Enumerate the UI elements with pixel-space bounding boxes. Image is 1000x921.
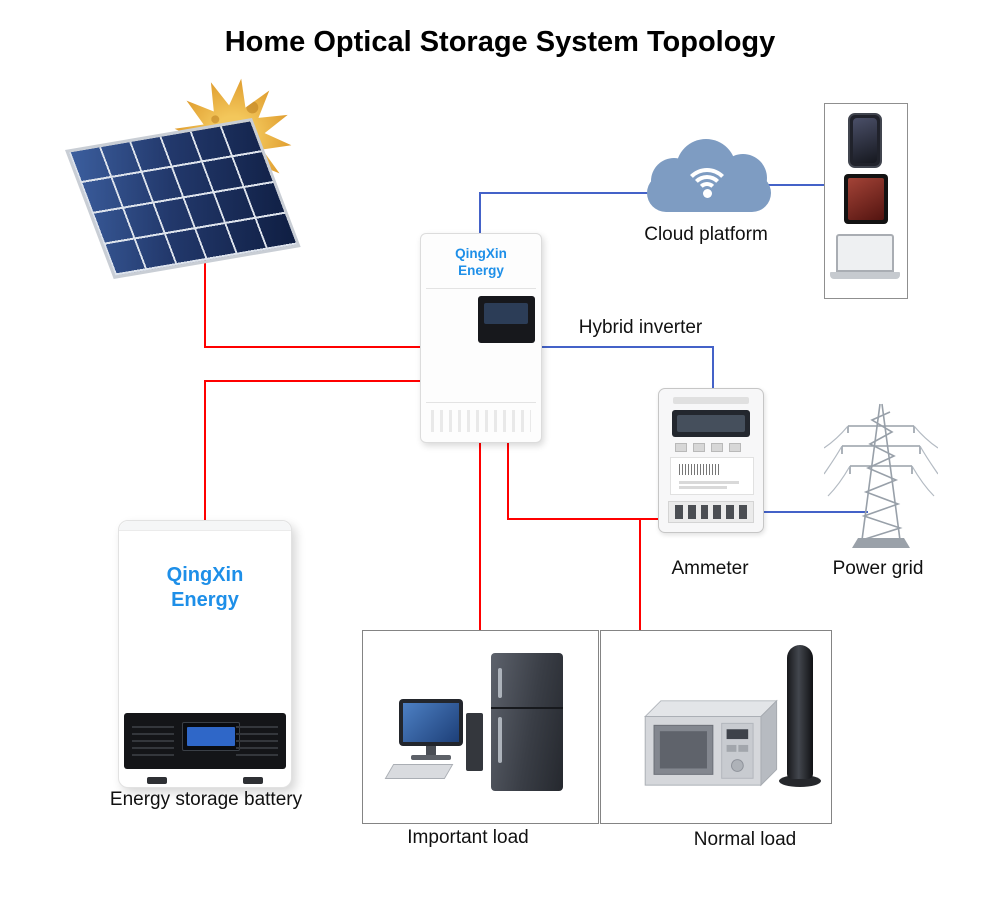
monitor-stand: [426, 746, 436, 755]
label-normal-load: Normal load: [693, 829, 797, 850]
fridge-door-split: [491, 707, 563, 709]
ammeter-button: [729, 443, 741, 452]
inverter-brand: QingXin Energy: [421, 234, 541, 280]
monitor-base: [411, 755, 451, 760]
wire-output-to-ammeter-horizontal: [507, 518, 659, 520]
terminal: [700, 505, 709, 519]
label-cloud-platform: Cloud platform: [644, 224, 768, 245]
wifi-dot: [703, 189, 712, 198]
laptop-icon: [836, 234, 894, 272]
fridge-handle: [498, 668, 502, 698]
important-load-box: [362, 630, 599, 824]
battery-display: [182, 722, 240, 751]
energy-storage-battery-device: QingXin Energy: [118, 520, 292, 788]
label-line: [679, 486, 727, 489]
inverter-divider: [426, 402, 536, 403]
wire-to-normal-load-vertical: [639, 518, 641, 632]
cloud-icon: [643, 134, 775, 222]
terminal: [687, 505, 696, 519]
ammeter-nameplate: [673, 397, 749, 404]
terminal: [739, 505, 747, 519]
page-title: Home Optical Storage System Topology: [224, 26, 776, 58]
user-devices-panel: [824, 103, 908, 299]
wire-inverter-output-vertical: [507, 441, 509, 520]
ammeter-button: [711, 443, 723, 452]
battery-vents: [132, 726, 174, 756]
label-power-grid: Power grid: [832, 558, 924, 579]
battery-foot: [147, 777, 167, 784]
wifi-arc: [683, 168, 731, 216]
ammeter-label-panel: [670, 457, 754, 495]
barcode: [679, 464, 721, 475]
brand-line2: Energy: [458, 262, 504, 278]
battery-control-panel: [124, 713, 286, 769]
ammeter-lcd-screen: [677, 415, 745, 432]
wire-battery-to-inverter-vertical: [204, 380, 206, 521]
tablet-screen: [848, 178, 884, 220]
inverter-display-screen: [484, 303, 528, 324]
wifi-arc: [690, 175, 724, 209]
ammeter-device: [658, 388, 764, 533]
transmission-tower-icon: [824, 403, 938, 548]
wire-inverter-to-ammeter-horizontal: [540, 346, 714, 348]
wifi-arc: [697, 182, 717, 202]
label-important-load: Important load: [407, 827, 529, 848]
wire-solar-to-inverter-horizontal: [204, 346, 421, 348]
brand-line1: QingXin: [455, 246, 507, 261]
terminal: [726, 505, 735, 519]
wire-battery-to-inverter-horizontal: [204, 380, 421, 382]
wire-solar-to-inverter-vertical: [204, 252, 206, 348]
ammeter-button: [693, 443, 705, 452]
sun-spot: [246, 101, 260, 115]
wire-inverter-to-important-load: [479, 441, 481, 632]
inverter-vents: [431, 410, 531, 432]
monitor-screen: [403, 703, 459, 742]
terminal: [675, 505, 683, 519]
battery-foot: [243, 777, 263, 784]
normal-load-box: [600, 630, 832, 824]
terminal: [713, 505, 722, 519]
tower-fan-icon: [787, 645, 813, 779]
smartphone-icon: [848, 113, 882, 168]
keyboard-icon: [384, 764, 454, 779]
battery-display-screen: [187, 727, 235, 746]
wire-inverter-to-ammeter-vertical: [712, 346, 714, 392]
ammeter-terminals: [668, 501, 754, 523]
wifi-icon: [643, 134, 775, 222]
inverter-display: [478, 296, 535, 343]
battery-lid: [119, 521, 291, 531]
label-hybrid-inverter: Hybrid inverter: [578, 317, 703, 338]
label-ammeter: Ammeter: [671, 558, 749, 579]
wire-ammeter-to-grid: [762, 511, 868, 513]
pc-tower-icon: [466, 713, 483, 771]
brand-line1: QingXin: [166, 564, 244, 586]
laptop-base: [830, 272, 900, 279]
tablet-icon: [844, 174, 888, 224]
ammeter-button: [675, 443, 687, 452]
hybrid-inverter-device: QingXin Energy: [420, 233, 542, 443]
ammeter-buttons: [675, 443, 741, 452]
microwave-icon: [644, 699, 778, 787]
brand-line2: Energy: [171, 589, 239, 611]
wire-inverter-to-cloud-horizontal: [479, 192, 654, 194]
battery-vents: [236, 726, 278, 756]
computer-monitor-icon: [399, 699, 463, 746]
refrigerator-icon: [491, 653, 563, 791]
wire-inverter-to-cloud-vertical: [479, 192, 481, 234]
phone-screen: [853, 118, 877, 163]
ammeter-lcd: [672, 410, 750, 437]
fridge-handle: [498, 717, 502, 763]
battery-brand: QingXin Energy: [119, 563, 291, 613]
label-line: [679, 481, 739, 484]
label-energy-storage-battery: Energy storage battery: [109, 789, 303, 810]
inverter-divider: [426, 288, 536, 289]
wire-cloud-to-devices: [768, 184, 824, 186]
